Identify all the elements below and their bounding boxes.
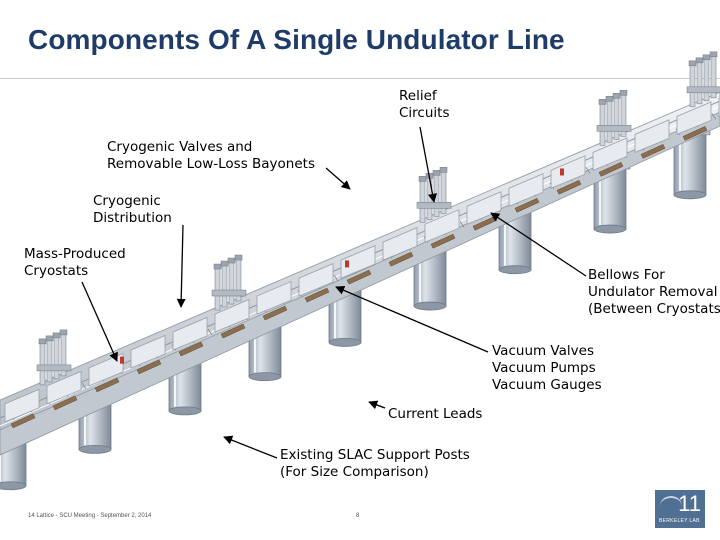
magnet-yoke	[556, 179, 582, 195]
logo-arc-icon	[660, 496, 682, 516]
cryostat-module	[340, 245, 376, 279]
magnet-yoke	[640, 144, 666, 159]
label-cryogenic-distribution: Cryogenic Distribution	[93, 193, 172, 226]
page-number: 8	[356, 513, 360, 519]
magnet-yoke	[94, 377, 120, 393]
cryostat-modules	[4, 97, 720, 429]
arrow-cryostats	[81, 281, 118, 362]
magnet-yoke	[346, 269, 372, 285]
footer-text: 14 Lattice - SCU Meeting - September 2, …	[28, 513, 152, 519]
valve-tower	[596, 90, 632, 146]
valve-tower	[36, 329, 72, 386]
current-lead	[120, 356, 124, 364]
magnet-yoke	[262, 305, 288, 321]
cryostat-module	[298, 262, 334, 297]
label-cryogenic-valves: Cryogenic Valves and Removable Low-Loss …	[107, 139, 315, 172]
current-lead	[345, 260, 349, 268]
label-bellows: Bellows For Undulator Removal (Between C…	[588, 267, 720, 317]
magnet-yoke	[136, 359, 162, 375]
annotation-arrows	[81, 126, 587, 459]
logo-text: BERKELEY LAB	[659, 518, 700, 524]
label-support-posts: Existing SLAC Support Posts (For Size Co…	[280, 447, 470, 480]
magnet-yoke	[178, 341, 204, 357]
arrow-cryogenic-valves	[325, 167, 351, 190]
cryostat-module	[466, 191, 502, 225]
arrow-current-leads	[368, 400, 386, 410]
berkeley-lab-logo: 11 BERKELEY LAB	[655, 490, 705, 528]
arrow-cryogenic-distribution	[176, 224, 186, 308]
valve-tower	[211, 254, 247, 311]
cryostat-module	[4, 388, 40, 423]
cryostat-module	[46, 370, 82, 405]
valve-tower	[686, 51, 720, 108]
cryostat-module	[634, 119, 670, 153]
cryostat-module	[172, 316, 208, 351]
cryostat-module	[424, 209, 460, 243]
label-vacuum: Vacuum Valves Vacuum Pumps Vacuum Gauges	[492, 343, 602, 393]
magnet-yoke	[220, 323, 246, 339]
cryostat-module	[130, 334, 166, 369]
label-mass-produced-cryostats: Mass-Produced Cryostats	[24, 246, 126, 279]
label-current-leads: Current Leads	[388, 406, 483, 422]
magnet-yoke	[430, 233, 456, 249]
cryogenic-valve-towers	[36, 51, 720, 386]
magnet-yoke	[10, 413, 36, 429]
current-lead	[560, 168, 564, 176]
title-divider	[0, 78, 720, 79]
current-lead-markers	[120, 168, 564, 364]
cryostat-module	[508, 173, 544, 207]
arrow-bellows	[490, 212, 587, 277]
arrow-relief-circuits	[419, 126, 437, 203]
label-relief-circuits: Relief Circuits	[399, 88, 450, 121]
magnet-yoke	[52, 395, 78, 411]
magnet-yoke	[682, 126, 708, 141]
arrow-vacuum	[335, 286, 489, 353]
cryostat-module	[550, 155, 586, 189]
cryostat-module	[676, 101, 712, 135]
magnet-yoke	[514, 197, 540, 213]
cryostat-module	[592, 137, 628, 171]
magnet-yoke	[388, 251, 414, 267]
arrow-support-posts	[223, 435, 278, 459]
magnet-yoke	[598, 162, 624, 177]
cryostat-module	[214, 298, 250, 333]
cryostat-module	[382, 227, 418, 261]
cryostat-module	[256, 280, 292, 315]
slide-title: Components Of A Single Undulator Line	[28, 24, 565, 55]
magnet-yoke	[304, 287, 330, 303]
logo-number: 11	[678, 491, 701, 516]
